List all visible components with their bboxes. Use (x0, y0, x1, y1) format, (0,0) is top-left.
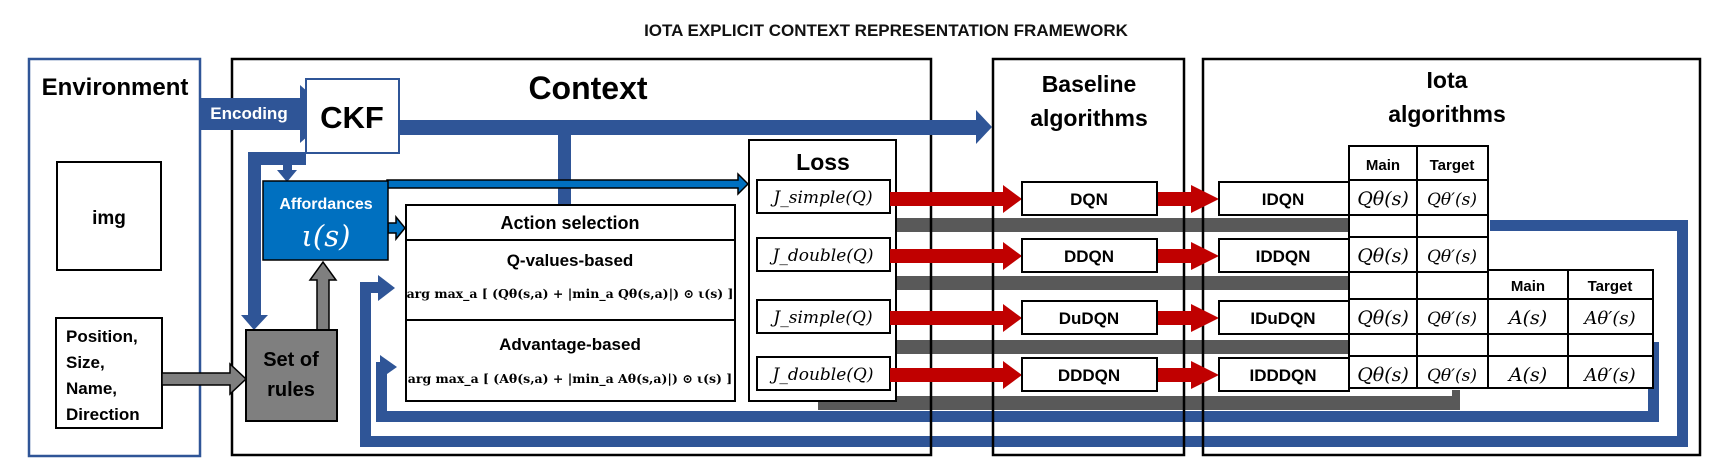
q-values-formula: arg max_a [ (Qθ(s,a) + |min_a Qθ(s,a)|) … (407, 286, 734, 302)
baseline-item: DDQN (1064, 247, 1114, 266)
q-main-cell: Qθ(s) (1357, 188, 1409, 210)
loss-item-box (756, 179, 891, 214)
baseline-items: DQN DDQN DuDQN DDDQN (1021, 181, 1158, 392)
attribute-size: Size, (66, 353, 105, 372)
q-grid: Main Target Qθ(s) Qθ′(s) Qθ(s) Qθ′(s) Qθ… (1348, 145, 1489, 389)
attributes-box (55, 317, 163, 429)
baseline-item-box (1021, 357, 1158, 392)
gray-connectors (818, 212, 1460, 410)
advantage-title: Advantage-based (499, 335, 641, 354)
attribute-direction: Direction (66, 405, 140, 424)
loss-item-box (756, 299, 891, 334)
a-main-cell: A(s) (1507, 364, 1547, 386)
affordances-symbol: ι(s) (302, 219, 351, 253)
a-header-target: Target (1588, 278, 1633, 295)
iota-title-line1: Iota (1427, 67, 1468, 93)
affordances-label: Affordances (279, 196, 372, 213)
q-target-cell: Qθ′(s) (1427, 366, 1477, 386)
affordances-box (262, 180, 389, 261)
red-arrows (890, 185, 1219, 389)
iota-item-box (1218, 300, 1350, 335)
q-target-cell: Qθ′(s) (1427, 190, 1477, 210)
advantage-formula: arg max_a [ (Aθ(s,a) + |min_a Aθ(s,a)|) … (408, 371, 732, 387)
attribute-name: Name, (66, 379, 117, 398)
action-selection-box (405, 204, 736, 402)
rules-label-line1: Set of (263, 349, 319, 371)
blue-main-flow (200, 85, 992, 330)
loss-item: J_simple(Q) (770, 308, 872, 328)
action-selection-header: Action selection (500, 213, 639, 233)
q-header-main: Main (1366, 157, 1400, 174)
loss-items: J_simple(Q) J_double(Q) J_simple(Q) J_do… (756, 179, 891, 391)
ckf-box (305, 78, 400, 154)
baseline-title-line2: algorithms (1030, 105, 1148, 131)
q-values-title: Q-values-based (507, 251, 634, 270)
baseline-item-box (1021, 181, 1158, 216)
a-header-main: Main (1511, 278, 1545, 295)
q-header-target: Target (1430, 157, 1475, 174)
img-box (56, 161, 162, 271)
iota-item: IDuDQN (1250, 309, 1315, 328)
baseline-title-line1: Baseline (1042, 71, 1137, 97)
loss-item-box (756, 356, 891, 391)
a-main-cell: A(s) (1507, 307, 1547, 329)
iota-item: IDDQN (1256, 247, 1311, 266)
baseline-item-box (1021, 300, 1158, 335)
baseline-item: DQN (1070, 190, 1108, 209)
a-target-cell: Aθ′(s) (1582, 308, 1635, 329)
q-main-cell: Qθ(s) (1357, 364, 1409, 386)
loss-item: J_simple(Q) (770, 188, 872, 208)
loss-item-box (756, 237, 891, 272)
attribute-position: Position, (66, 327, 138, 346)
ckf-label: CKF (320, 100, 384, 135)
img-label: img (92, 208, 126, 229)
iota-title-line2: algorithms (1388, 101, 1506, 127)
iota-item: IDQN (1262, 190, 1305, 209)
q-main-cell: Qθ(s) (1357, 245, 1409, 267)
baseline-item-box (1021, 238, 1158, 273)
environment-label: Environment (42, 74, 189, 101)
affordances-to-action-arrow (387, 214, 406, 242)
loss-item: J_double(Q) (770, 246, 874, 266)
baseline-item: DDDQN (1058, 366, 1120, 385)
q-target-cell: Qθ′(s) (1427, 247, 1477, 267)
iota-item-box (1218, 357, 1350, 392)
a-target-cell: Aθ′(s) (1582, 365, 1635, 386)
loss-header: Loss (796, 149, 850, 175)
q-main-cell: Qθ(s) (1357, 307, 1409, 329)
baseline-item: DuDQN (1059, 309, 1119, 328)
rules-label-line2: rules (267, 379, 315, 401)
iota-item-box (1218, 238, 1350, 273)
iota-item: IDDDQN (1249, 366, 1316, 385)
affordances-to-loss-arrow (386, 172, 750, 196)
q-target-cell: Qθ′(s) (1427, 309, 1477, 329)
loss-item: J_double(Q) (770, 365, 874, 385)
diagram-title: IOTA EXPLICIT CONTEXT REPRESENTATION FRA… (644, 21, 1129, 40)
rules-box (245, 329, 338, 422)
gray-arrows (161, 260, 338, 396)
encoding-label: Encoding (210, 104, 287, 123)
a-grid: Main Target A(s) Aθ′(s) A(s) Aθ′(s) (1487, 269, 1654, 389)
context-label: Context (528, 70, 647, 106)
